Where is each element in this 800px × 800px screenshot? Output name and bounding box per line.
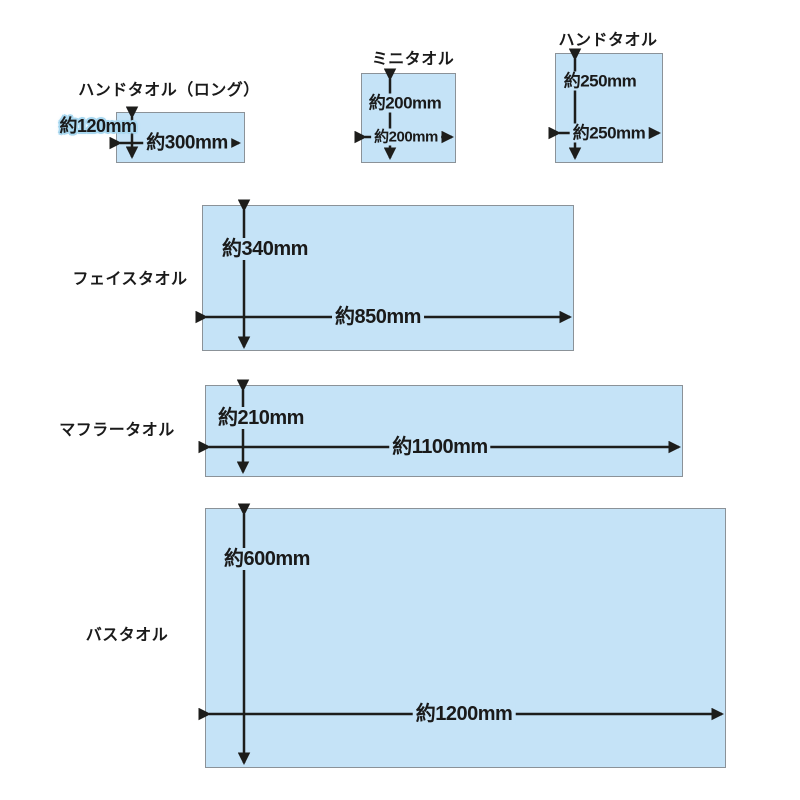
hand-towel-long-width-label: 約300mm <box>143 132 231 154</box>
mini-towel-height-label: 約200mm <box>365 93 445 113</box>
hand-towel-long-height-label: 約120mm <box>59 116 137 136</box>
muffler-towel-width-label: 約1100mm <box>389 436 491 458</box>
bath-towel-title: バスタオル <box>85 627 169 644</box>
hand-towel-long-title: ハンドタオル（ロング） <box>78 82 260 99</box>
face-towel-width-label: 約850mm <box>332 306 424 328</box>
hand-towel-width-label: 約250mm <box>569 123 649 143</box>
bath-towel-width-label: 約1200mm <box>412 703 516 725</box>
bath-towel-height-label: 約600mm <box>221 548 313 570</box>
face-towel-title: フェイスタオル <box>72 271 188 288</box>
hand-towel-title: ハンドタオル <box>558 32 658 49</box>
muffler-towel-height-label: 約210mm <box>215 407 307 429</box>
face-towel-height-label: 約340mm <box>219 238 311 260</box>
muffler-towel-title: マフラータオル <box>59 422 175 439</box>
mini-towel-rect <box>361 73 456 163</box>
mini-towel-title: ミニタオル <box>371 51 455 68</box>
muffler-towel-rect <box>205 385 683 477</box>
hand-towel-height-label: 約250mm <box>560 71 640 91</box>
mini-towel-width-label: 約200mm <box>371 128 441 146</box>
